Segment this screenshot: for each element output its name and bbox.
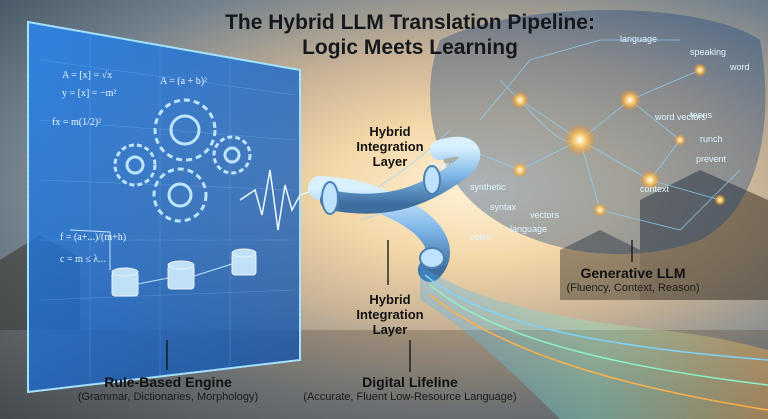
network-words-text: word <box>729 62 750 72</box>
integration-layer-label-bottom: Hybrid Integration Layer <box>356 292 424 337</box>
network-words-text: runch <box>700 134 723 144</box>
network-words-text: syntax <box>490 202 517 212</box>
lifeline-subtitle: (Accurate, Fluent Low-Resource Language) <box>303 391 517 403</box>
lifeline-label: Digital Lifeline (Accurate, Fluent Low-R… <box>290 374 530 404</box>
formulas-text: fx = m(1/2)² <box>52 117 101 128</box>
formulas-text: f = (a+...)/(m+h) <box>60 232 126 243</box>
digital-lifeline-ribbon <box>420 265 768 419</box>
formulas-text: y = [x] = −m² <box>62 88 116 99</box>
integration-cables <box>308 136 481 282</box>
page-title: The Hybrid LLM Translation Pipeline: Log… <box>150 10 670 60</box>
gear-icons <box>113 98 252 223</box>
network-word-labels: language word speaking word vectors runc… <box>430 34 750 242</box>
neural-nodes <box>465 63 726 217</box>
llm-label: Generative LLM (Fluency, Context, Reason… <box>548 265 718 295</box>
network-words-text: vectors <box>530 210 560 220</box>
llm-subtitle: (Fluency, Context, Reason) <box>566 282 700 294</box>
neural-network-cloud: language word speaking word vectors runc… <box>349 10 766 255</box>
integration-layer-label-top: Hybrid Integration Layer <box>356 124 424 169</box>
network-words-text: context <box>640 184 670 194</box>
formulas-text: A = [x] = √x <box>62 70 112 81</box>
formulas-text: A = (a + b)² <box>160 76 207 87</box>
network-words-text: language <box>510 224 547 234</box>
network-words-text: word vectors <box>654 112 707 122</box>
network-words-text: speaking <box>690 47 726 57</box>
network-words-text: synthetic <box>470 182 506 192</box>
rule-engine-panel: A = [x] = √x y = [x] = −m² A = (a + b)² … <box>27 20 321 394</box>
network-words-text: voice <box>470 232 491 242</box>
network-words-text: language <box>620 34 657 44</box>
rule-engine-title: Rule-Based Engine <box>104 374 232 390</box>
title-line-2: Logic Meets Learning <box>302 36 518 59</box>
rule-engine-label: Rule-Based Engine (Grammar, Dictionaries… <box>40 374 296 404</box>
llm-title: Generative LLM <box>580 265 686 281</box>
formula-texts: A = [x] = √x y = [x] = −m² A = (a + b)² … <box>52 70 207 265</box>
formulas-text: c = m ≤ λ... <box>60 254 106 265</box>
network-words-text: teens <box>690 110 713 120</box>
network-words-text: language <box>430 160 467 170</box>
lifeline-title: Digital Lifeline <box>362 374 458 390</box>
rule-engine-subtitle: (Grammar, Dictionaries, Morphology) <box>77 391 259 403</box>
pointer-lines <box>166 240 633 372</box>
network-words-text: prevent <box>696 154 727 164</box>
database-icons <box>111 248 257 297</box>
title-line-1: The Hybrid LLM Translation Pipeline: <box>225 11 595 34</box>
